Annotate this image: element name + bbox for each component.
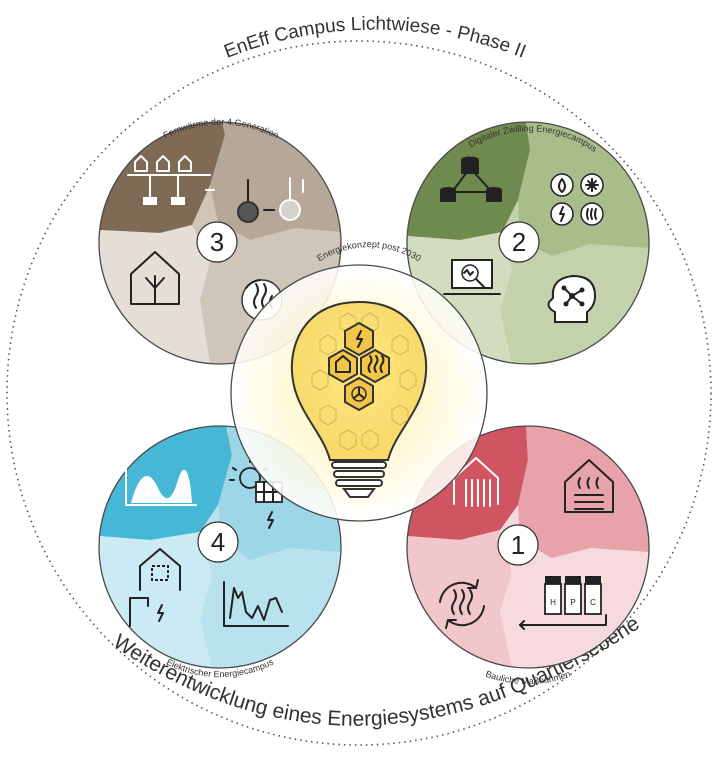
district-heating-network-icon <box>127 155 215 205</box>
bulb-base <box>331 461 387 498</box>
roof-radiator-icon <box>453 457 499 507</box>
heated-building-icon <box>564 459 614 513</box>
module-4-outline <box>98 425 342 669</box>
ph-label-p: P <box>570 598 575 607</box>
module-1-segment-b <box>518 426 649 558</box>
temperature-icon <box>237 177 304 223</box>
load-curve-icon <box>125 459 197 506</box>
ph-label-h: H <box>550 598 556 607</box>
module-2-badge <box>498 221 540 263</box>
module-1-number: 1 <box>511 530 525 560</box>
module-1-badge <box>497 524 539 566</box>
house-icon <box>335 355 351 373</box>
brain-network-icon <box>547 274 597 323</box>
center-concept: Energiekonzept post 2030 <box>230 239 488 522</box>
house-heating-icon <box>130 251 180 305</box>
lightning-icon <box>356 330 363 348</box>
title-top: EnEff Campus Lichtwiese - Phase II <box>221 14 528 63</box>
laptop-monitoring-icon <box>443 259 501 295</box>
heat-recycle-icon <box>439 579 485 629</box>
module-4-badge <box>197 521 239 563</box>
module-3-number: 3 <box>210 227 224 257</box>
fluctuating-curve-icon <box>223 581 289 627</box>
heat-waves-icon <box>367 355 385 373</box>
outer-dotted-ring <box>6 40 712 746</box>
module-2-outline <box>406 121 650 365</box>
fan-icon <box>351 386 367 402</box>
database-network-icon <box>440 156 502 202</box>
bulb-hex-icons <box>328 321 390 412</box>
module-3-badge <box>196 221 238 263</box>
module-3-outline <box>98 121 342 365</box>
heat-exchanger-icon: H P C <box>519 576 607 630</box>
module-4-number: 4 <box>211 527 225 557</box>
module-2-number: 2 <box>512 227 526 257</box>
house-electric-icon <box>129 548 181 627</box>
module-1-outline <box>406 425 650 669</box>
energy-types-icon <box>550 173 604 226</box>
ph-label-c: C <box>590 598 596 607</box>
module-2: 2 Digitaler Zwilling Energiecampus <box>406 121 650 365</box>
